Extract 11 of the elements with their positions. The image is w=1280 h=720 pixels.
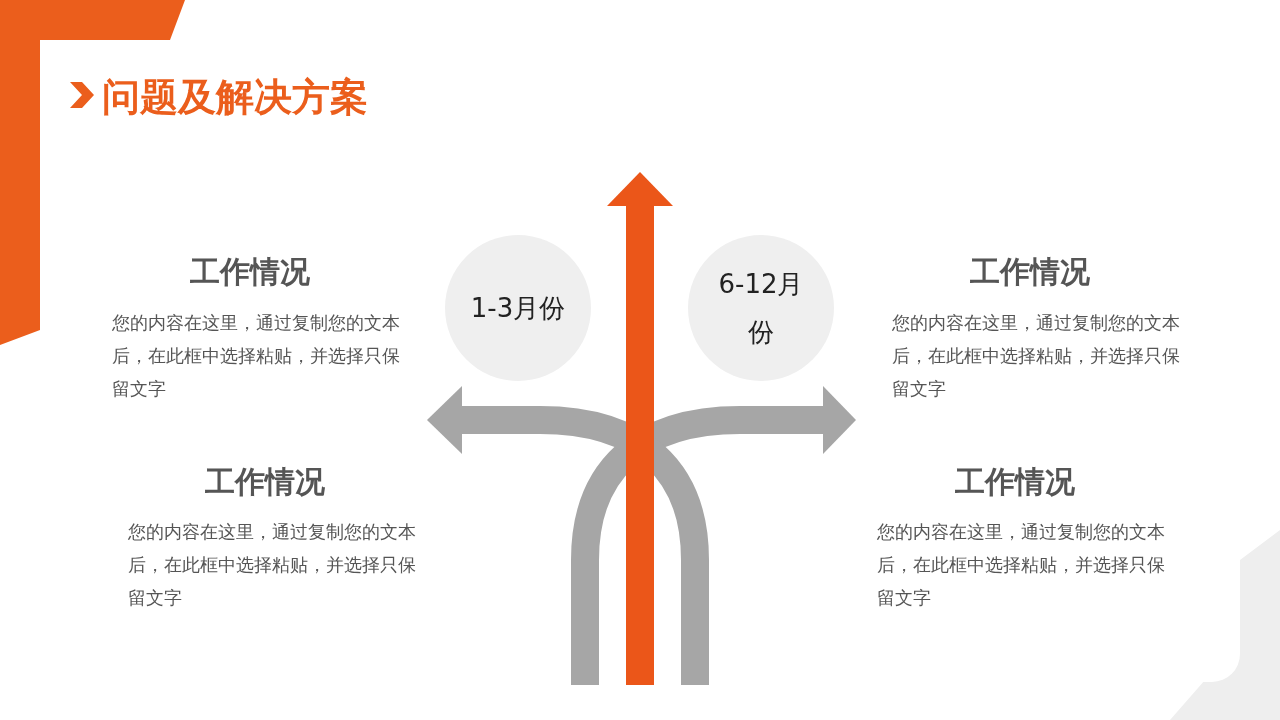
body-text: 您的内容在这里，通过复制您的文本后，在此框中选择粘贴，并选择只保留文字 — [112, 311, 401, 401]
section-heading: 工作情况 — [954, 463, 1076, 501]
slide-title: 问题及解决方案 — [102, 74, 368, 121]
body-text: 您的内容在这里，通过复制您的文本后，在此框中选择粘贴，并选择只保留文字 — [128, 520, 417, 610]
period-label: 1-3月份 — [469, 292, 567, 325]
body-text: 您的内容在这里，通过复制您的文本后，在此框中选择粘贴，并选择只保留文字 — [892, 311, 1181, 401]
section-heading: 工作情况 — [969, 253, 1091, 291]
period-label: 6-12月份 — [717, 268, 805, 349]
section-heading: 工作情况 — [204, 463, 326, 501]
body-text: 您的内容在这里，通过复制您的文本后，在此框中选择粘贴，并选择只保留文字 — [877, 520, 1166, 610]
section-heading: 工作情况 — [189, 253, 311, 291]
